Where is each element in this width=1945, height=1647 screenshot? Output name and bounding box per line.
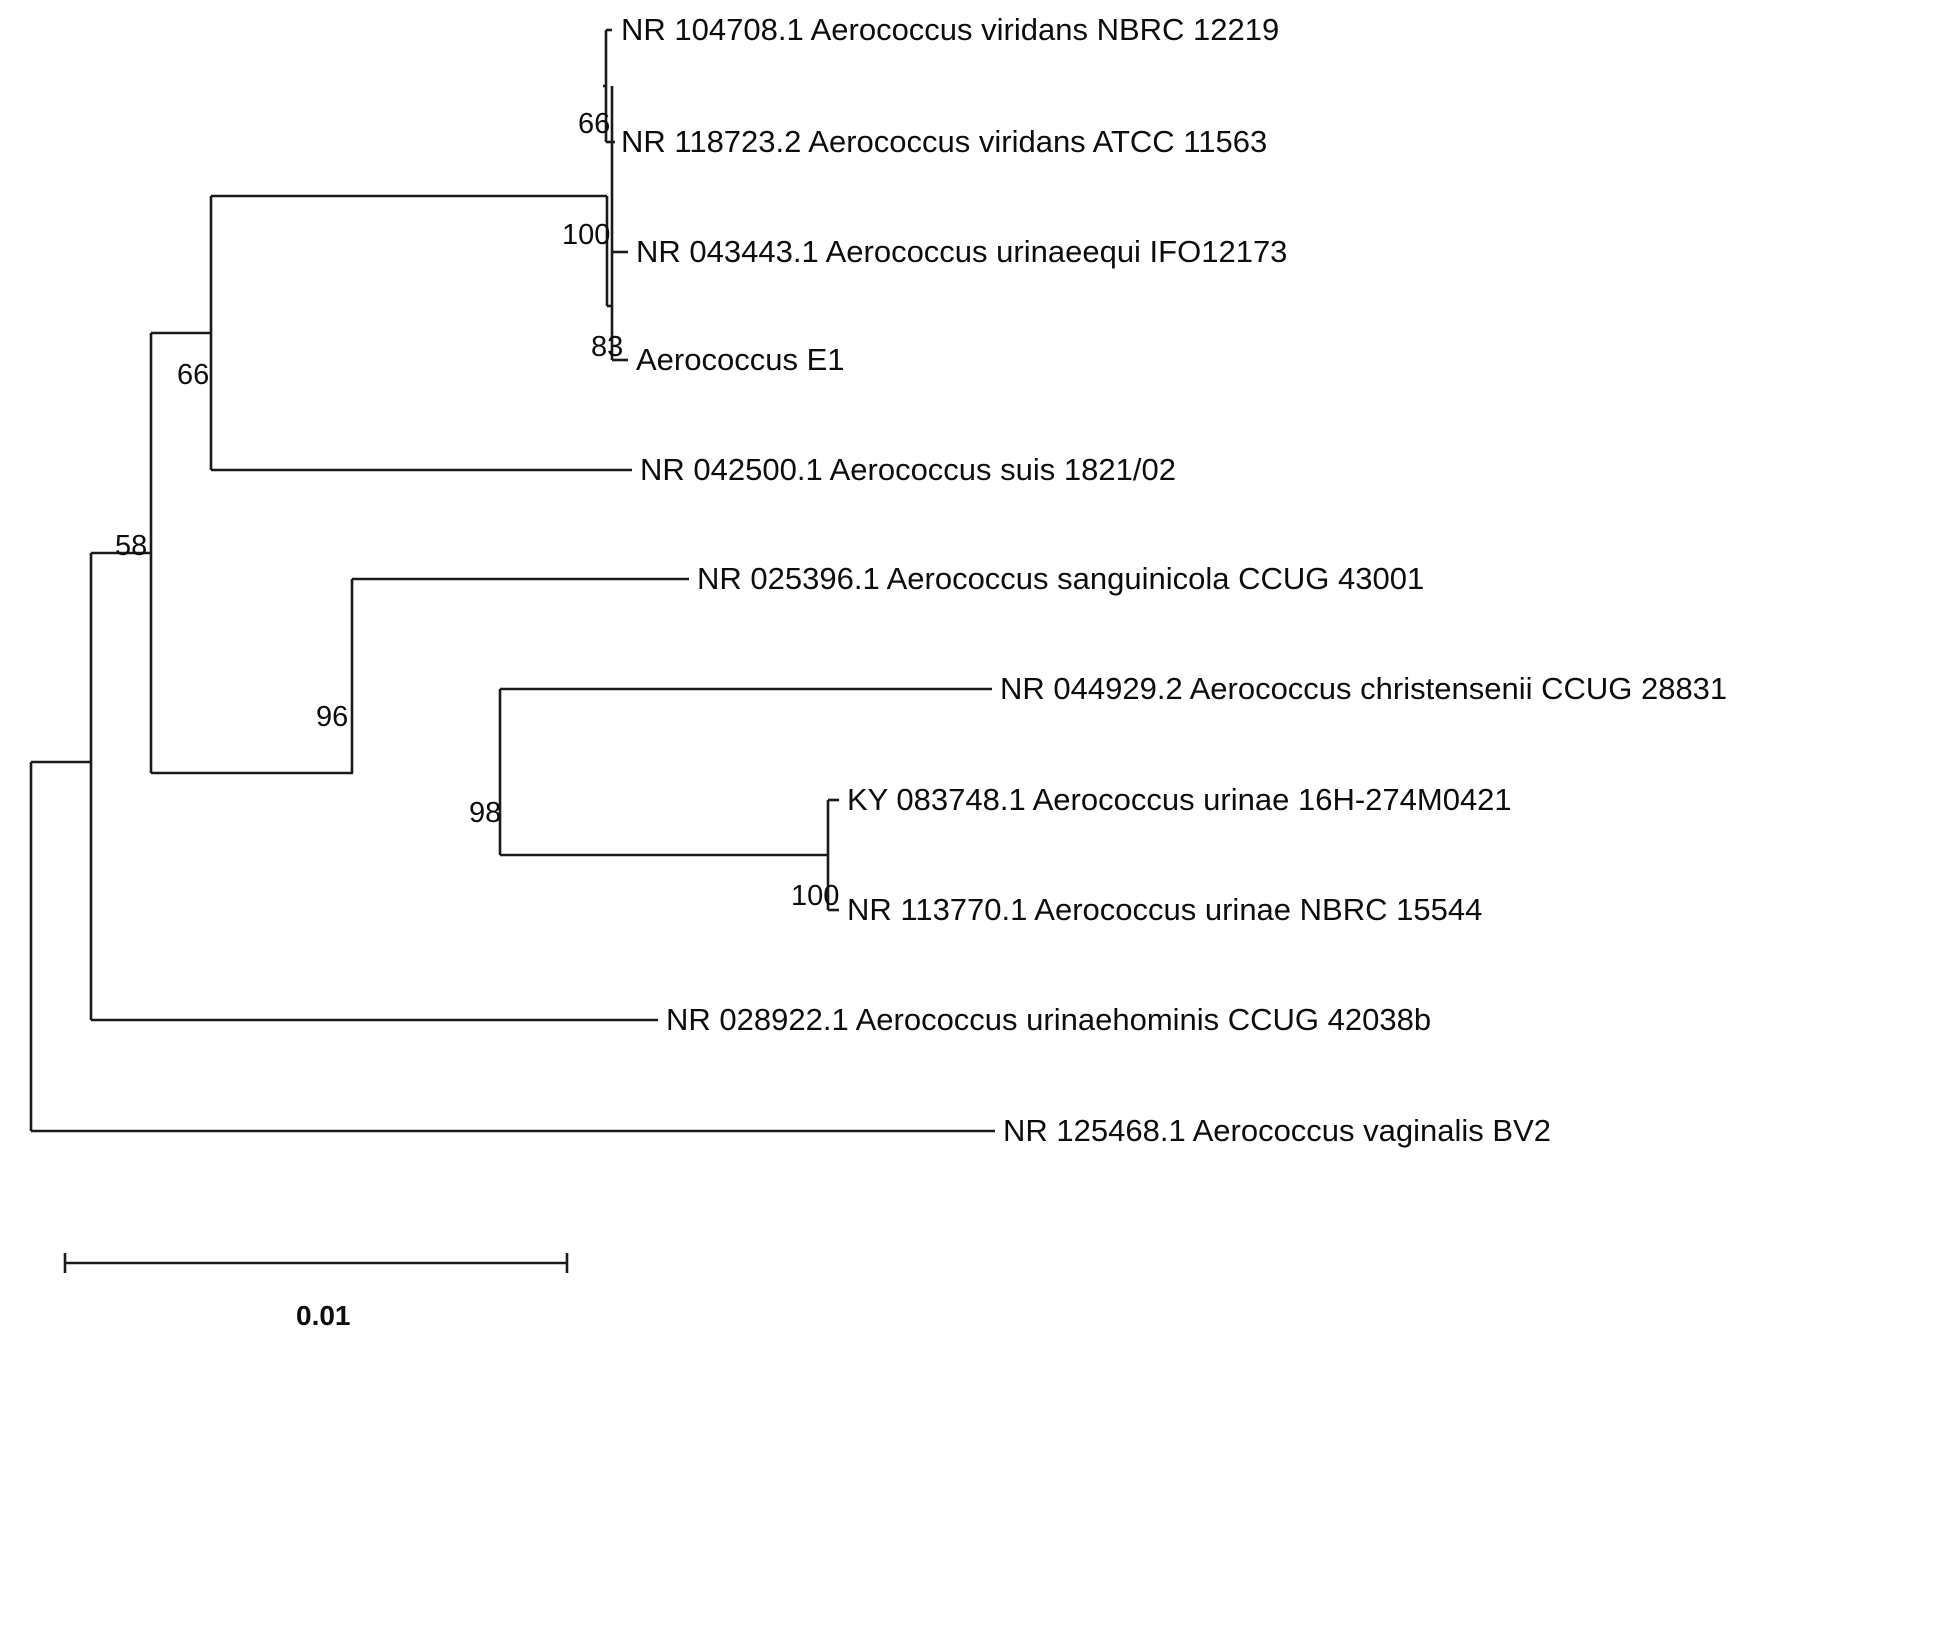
tip-label-sanguinicola: NR 025396.1 Aerococcus sanguinicola CCUG… bbox=[697, 561, 1425, 596]
bootstrap-suis-clade: 66 bbox=[177, 359, 210, 391]
bootstrap-basal-58: 58 bbox=[115, 530, 148, 562]
tip-label-urinaehominis: NR 028922.1 Aerococcus urinaehominis CCU… bbox=[666, 1002, 1432, 1037]
scale-bar-layer bbox=[63, 1253, 569, 1273]
tip-label-urinae-nbrc: NR 113770.1 Aerococcus urinae NBRC 15544 bbox=[847, 892, 1483, 927]
bootstrap-viridans-group: 100 bbox=[562, 219, 611, 251]
bootstrap-urinaeequi-e1: 83 bbox=[591, 331, 624, 363]
tip-label-aerococcus-e1: Aerococcus E1 bbox=[636, 342, 845, 377]
tip-label-viridans-atcc: NR 118723.2 Aerococcus viridans ATCC 115… bbox=[621, 124, 1268, 159]
branch-layer bbox=[29, 28, 995, 1133]
bootstrap-urinae-pair: 100 bbox=[791, 880, 840, 912]
tip-label-christensenii: NR 044929.2 Aerococcus christensenii CCU… bbox=[1000, 671, 1728, 706]
tip-label-urinaeequi: NR 043443.1 Aerococcus urinaeequi IFO121… bbox=[636, 234, 1288, 269]
bootstrap-viridans-clade: 66 bbox=[578, 108, 611, 140]
tip-label-viridans-nbrc: NR 104708.1 Aerococcus viridans NBRC 122… bbox=[621, 12, 1280, 47]
bootstrap-urinae-clade: 98 bbox=[469, 797, 502, 829]
scale-bar-label: 0.01 bbox=[296, 1300, 351, 1331]
tip-label-vaginalis: NR 125468.1 Aerococcus vaginalis BV2 bbox=[1003, 1113, 1551, 1148]
bootstrap-sanguinicola: 96 bbox=[316, 701, 349, 733]
tip-label-urinae-16h: KY 083748.1 Aerococcus urinae 16H-274M04… bbox=[847, 782, 1512, 817]
tip-label-suis: NR 042500.1 Aerococcus suis 1821/02 bbox=[640, 452, 1176, 487]
